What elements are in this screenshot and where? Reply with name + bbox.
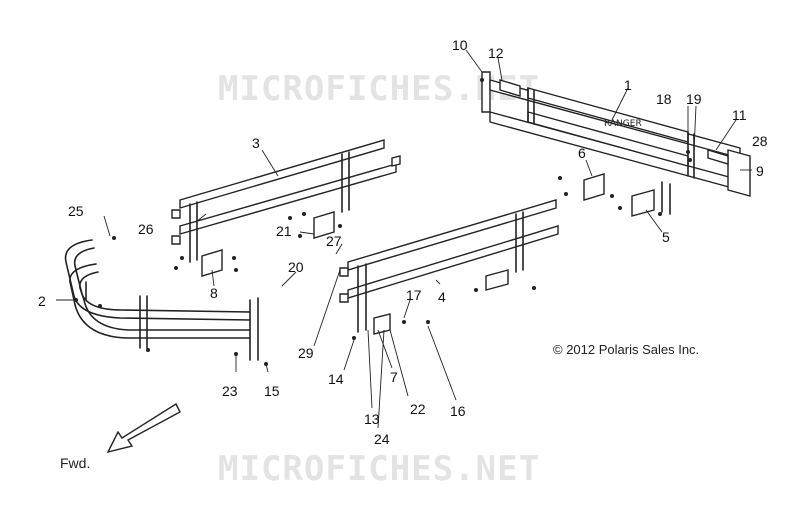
leader-lines — [56, 49, 752, 429]
callout-29: 29 — [298, 345, 314, 361]
callout-3: 3 — [252, 135, 260, 151]
callout-23: 23 — [222, 383, 238, 399]
bracket-5 — [631, 189, 655, 217]
callout-22: 22 — [410, 401, 426, 417]
callout-15: 15 — [264, 383, 280, 399]
callouts: 1 2 3 4 5 6 7 8 9 10 11 12 13 14 15 16 1… — [38, 37, 768, 447]
callout-28: 28 — [752, 133, 768, 149]
watermark-bottom: MICROFICHES.NET — [218, 449, 540, 489]
callout-2: 2 — [38, 293, 46, 309]
callout-13: 13 — [364, 411, 380, 427]
rear-rail-assembly: RANGER — [481, 71, 751, 215]
callout-14: 14 — [328, 371, 344, 387]
callout-4: 4 — [438, 289, 446, 305]
callout-5: 5 — [662, 229, 670, 245]
right-side-rail — [339, 199, 559, 333]
forward-arrow-icon — [106, 402, 181, 454]
brackets — [201, 173, 655, 335]
callout-18: 18 — [656, 91, 672, 107]
callout-26: 26 — [138, 221, 154, 237]
bracket-8 — [201, 249, 223, 277]
callout-1: 1 — [624, 77, 632, 93]
callout-21: 21 — [276, 223, 292, 239]
callout-16: 16 — [450, 403, 466, 419]
bracket-7 — [373, 313, 391, 335]
callout-17: 17 — [406, 287, 422, 303]
callout-9: 9 — [756, 163, 764, 179]
callout-6: 6 — [578, 145, 586, 161]
bracket-21 — [313, 211, 335, 239]
callout-12: 12 — [488, 45, 504, 61]
callout-24: 24 — [374, 431, 390, 447]
callout-8: 8 — [210, 285, 218, 301]
rail-logo: RANGER — [604, 119, 642, 129]
forward-label: Fwd. — [60, 455, 90, 471]
callout-19: 19 — [686, 91, 702, 107]
front-curved-rail — [64, 239, 259, 361]
callout-25: 25 — [68, 203, 84, 219]
callout-7: 7 — [390, 369, 398, 385]
callout-11: 11 — [732, 107, 747, 123]
hardware — [74, 78, 692, 366]
left-side-rail — [171, 139, 401, 263]
callout-10: 10 — [452, 37, 468, 53]
bracket-6 — [583, 173, 605, 201]
callout-27: 27 — [326, 233, 342, 249]
copyright-text: © 2012 Polaris Sales Inc. — [553, 342, 699, 357]
callout-20: 20 — [288, 259, 304, 275]
